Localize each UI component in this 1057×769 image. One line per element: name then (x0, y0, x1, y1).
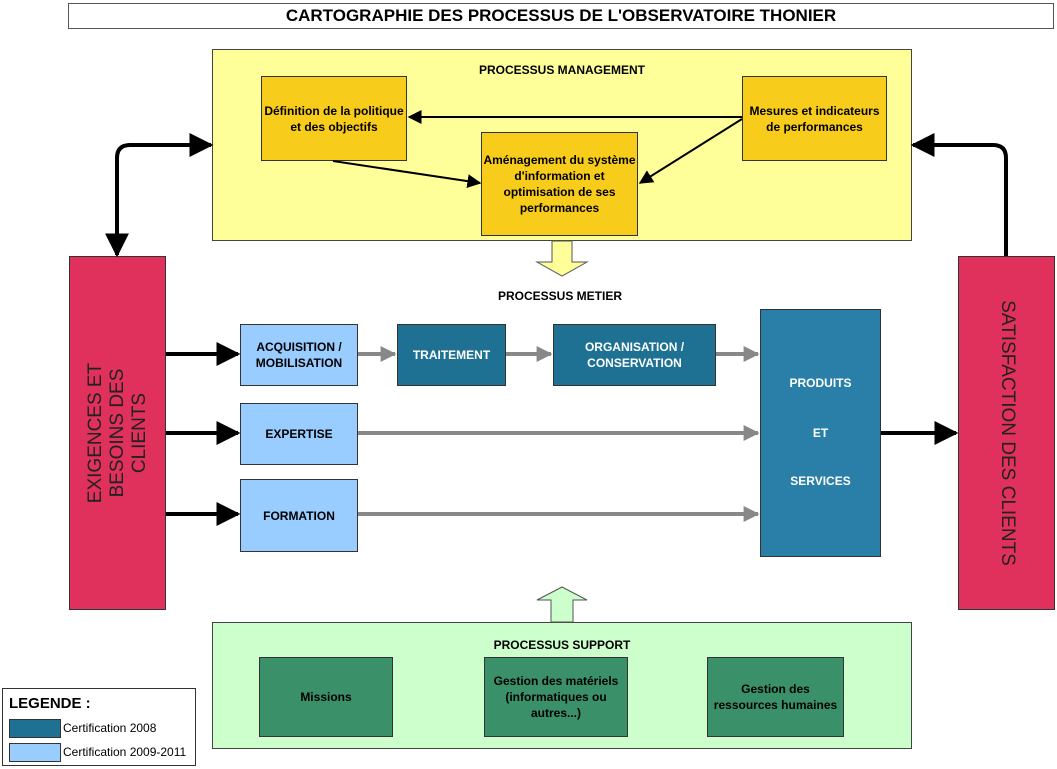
produits-text: PRODUITS (789, 376, 852, 390)
expertise-text: EXPERTISE (265, 427, 333, 441)
materiels-text: Gestion des matériels (informatiques ou … (493, 674, 619, 720)
arrow-management-metier (535, 240, 589, 277)
metier-label: PROCESSUS METIER (497, 289, 623, 303)
legend-swatch-light (9, 743, 61, 762)
legend-title: LEGENDE : (9, 695, 91, 712)
missions-box: Missions (259, 657, 393, 737)
mesures-box: Mesures et indicateurs de performances (742, 76, 887, 161)
legend: LEGENDE : Certification 2008 Certificati… (2, 688, 196, 766)
legend-item2: Certification 2009-2011 (63, 745, 187, 759)
satisfaction-column: SATISFACTION DES CLIENTS (958, 256, 1055, 610)
acquisition-box: ACQUISITION / MOBILISATION (240, 324, 358, 386)
arrow-definition-amenagement (332, 160, 482, 189)
definition-text: Définition de la politique et des object… (264, 103, 404, 134)
produits-services-box: PRODUITS ET SERVICES (760, 309, 881, 557)
missions-text: Missions (300, 690, 352, 704)
mesures-text: Mesures et indicateurs de performances (749, 103, 880, 134)
expertise-box: EXPERTISE (240, 403, 358, 465)
amenagement-box: Aménagement du système d'information et … (481, 132, 638, 236)
et-text: ET (812, 426, 829, 440)
exigences-column: EXIGENCES ET BESOINS DES CLIENTS (69, 256, 166, 610)
traitement-text: TRAITEMENT (412, 348, 491, 362)
formation-box: FORMATION (240, 479, 358, 552)
amenagement-text: Aménagement du système d'information et … (483, 153, 636, 215)
arrow-support-produits (536, 586, 588, 623)
legend-item1: Certification 2008 (63, 721, 157, 735)
acquisition-text: ACQUISITION / MOBILISATION (255, 340, 343, 370)
ressources-box: Gestion des ressources humaines (707, 657, 844, 737)
management-label: PROCESSUS MANAGEMENT (478, 63, 645, 77)
definition-box: Définition de la politique et des object… (261, 76, 407, 161)
formation-text: FORMATION (263, 508, 335, 523)
services-text: SERVICES (790, 474, 851, 488)
organisation-box: ORGANISATION / CONSERVATION (553, 324, 716, 386)
connector-satisfaction-management (910, 133, 1008, 256)
organisation-text: ORGANISATION / CONSERVATION (584, 340, 685, 370)
support-label: PROCESSUS SUPPORT (493, 638, 631, 652)
connector-exigences-management (105, 133, 214, 258)
traitement-box: TRAITEMENT (397, 324, 506, 386)
legend-swatch-dark (9, 719, 61, 738)
diagram-title: CARTOGRAPHIE DES PROCESSUS DE L'OBSERVAT… (68, 3, 1054, 29)
arrow-mesures-amenagement (638, 118, 743, 184)
ressources-text: Gestion des ressources humaines (713, 682, 838, 712)
materiels-box: Gestion des matériels (informatiques ou … (484, 657, 628, 737)
